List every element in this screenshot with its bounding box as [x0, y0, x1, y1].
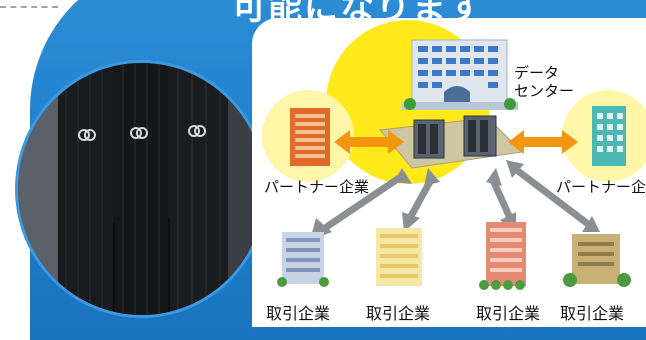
- client-building-4-icon: [563, 234, 631, 287]
- partner-right-arrow-icon: [508, 130, 578, 154]
- client-building-1-icon: [277, 232, 329, 287]
- dashed-rule: [0, 6, 58, 8]
- client-label-2: 取引企業: [366, 306, 431, 323]
- client-label-4: 取引企業: [560, 306, 625, 323]
- client-arrows-icon: [320, 165, 591, 233]
- client-label-1: 取引企業: [266, 306, 331, 323]
- partner-left-label: パートナー企業: [264, 179, 370, 196]
- partner-left-building-icon: [290, 108, 330, 166]
- client-building-3-icon: [479, 222, 526, 290]
- datacenter-label-line2: センター: [514, 83, 575, 100]
- partner-left-arrow-icon: [334, 130, 404, 154]
- server-rack-photo: [18, 63, 265, 315]
- server-racks-icon: [413, 115, 497, 159]
- fujitsu-logo-icon: [78, 125, 206, 141]
- client-label-3: 取引企業: [476, 306, 541, 323]
- partner-right-label: パートナー企業: [556, 179, 646, 196]
- datacenter-label-line1: データ: [514, 65, 560, 82]
- client-building-2-icon: [376, 228, 422, 286]
- network-diagram-panel: [252, 18, 646, 327]
- partner-right-building-icon: [592, 106, 626, 166]
- datacenter-building-icon: [402, 39, 518, 110]
